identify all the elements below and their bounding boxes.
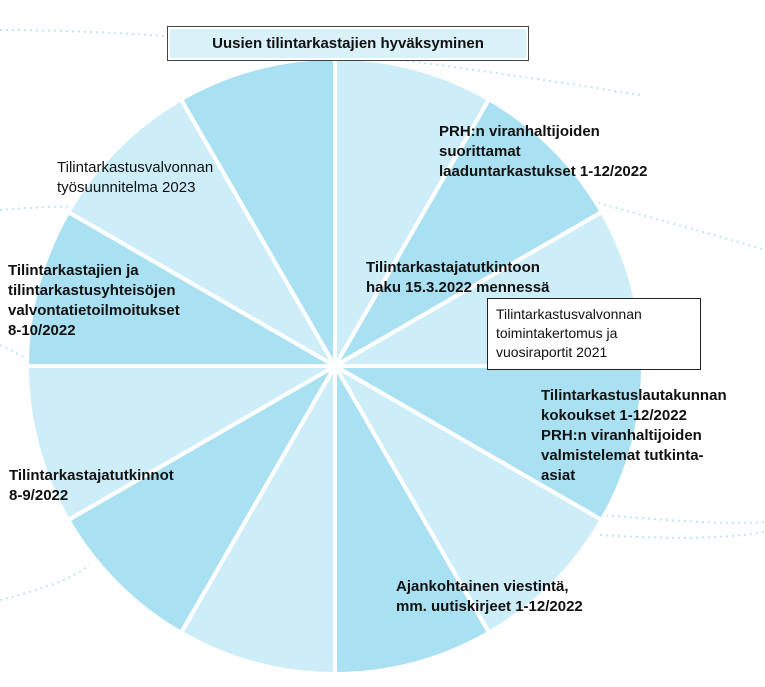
segment-board-meetings: Tilintarkastuslautakunnan kokoukset 1-12… bbox=[541, 386, 727, 486]
wheel-title: Uusien tilintarkastajien hyväksyminen bbox=[167, 26, 529, 61]
segment-auditor-exams: Tilintarkastajatutkinnot 8-9/2022 bbox=[9, 466, 174, 506]
segment-supervision-notices: Tilintarkastajien ja tilintarkastusyhtei… bbox=[8, 261, 180, 341]
segment-work-plan: Tilintarkastusvalvonnan työsuunnitelma 2… bbox=[57, 158, 213, 198]
segment-annual-report: Tilintarkastusvalvonnan toimintakertomus… bbox=[487, 298, 701, 370]
segment-quality-inspections: PRH:n viranhaltijoiden suorittamat laadu… bbox=[439, 122, 647, 182]
segment-communication: Ajankohtainen viestintä, mm. uutiskirjee… bbox=[396, 577, 583, 617]
segment-exam-application: Tilintarkastajatutkintoon haku 15.3.2022… bbox=[366, 258, 549, 298]
